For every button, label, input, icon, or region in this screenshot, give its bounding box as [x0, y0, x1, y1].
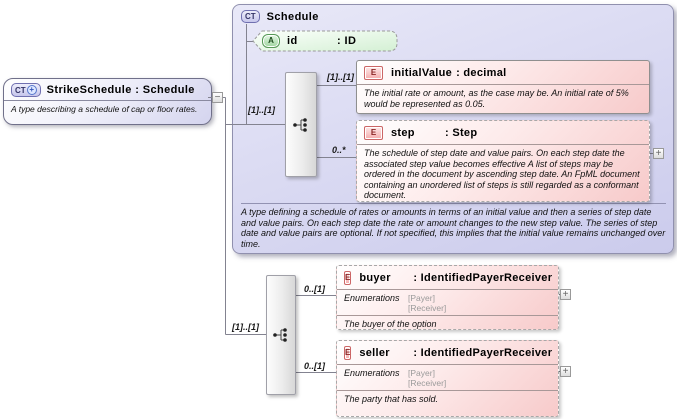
- element-name: buyer: [359, 272, 391, 284]
- expand-buyer-button[interactable]: +: [560, 289, 571, 300]
- element-annotation: The buyer of the option: [344, 319, 437, 329]
- root-type-title: StrikeSchedule : Schedule: [46, 84, 195, 96]
- cardinality-initialvalue: [1]..[1]: [327, 72, 354, 82]
- plus-circle-icon: +: [26, 85, 37, 95]
- element-type: : Step: [445, 127, 478, 139]
- attribute-name: id: [287, 35, 298, 47]
- element-title-row: E seller : IdentifiedPayerReceiver: [337, 341, 558, 365]
- enumeration-values: [Payer] [Receiver]: [408, 293, 446, 313]
- enum-value: [Payer]: [408, 368, 435, 378]
- enumeration-values: [Payer] [Receiver]: [408, 368, 446, 388]
- element-title-row: E initialValue : decimal: [357, 61, 649, 85]
- element-title-row: E step : Step: [357, 121, 649, 145]
- attribute-id-node[interactable]: A id : ID: [252, 30, 398, 52]
- complex-type-icon: CT: [241, 10, 260, 23]
- ct-badge-text: CT: [245, 12, 256, 21]
- enumerations-row: Enumerations [Payer] [Receiver]: [337, 365, 558, 391]
- enumerations-label: Enumerations: [344, 368, 400, 378]
- schedule-title: Schedule: [266, 10, 319, 23]
- attribute-icon: A: [262, 34, 280, 48]
- element-name: seller: [359, 347, 390, 359]
- element-icon: E: [344, 346, 352, 360]
- element-name: step: [391, 127, 415, 139]
- element-seller-node[interactable]: E seller : IdentifiedPayerReceiver Enume…: [336, 340, 559, 417]
- element-annotation: The initial rate or amount, as the case …: [364, 88, 629, 109]
- sequence-icon: [293, 117, 307, 132]
- expand-seller-button[interactable]: +: [560, 366, 571, 377]
- element-buyer-node[interactable]: E buyer : IdentifiedPayerReceiver Enumer…: [336, 265, 559, 330]
- ct-badge-text: CT: [15, 85, 26, 95]
- element-initialvalue-node[interactable]: E initialValue : decimal The initial rat…: [356, 60, 650, 114]
- cardinality-schedule-group: [1]..[1]: [248, 105, 275, 115]
- attribute-type: : ID: [337, 35, 357, 47]
- cardinality-step: 0..*: [332, 145, 346, 155]
- element-title-row: E buyer : IdentifiedPayerReceiver: [337, 266, 558, 290]
- attribute-tag-shape: [252, 30, 398, 52]
- enumerations-label: Enumerations: [344, 293, 400, 303]
- expand-step-button[interactable]: +: [653, 148, 664, 159]
- sequence-compositor-schedule[interactable]: [285, 72, 317, 177]
- attribute-content: A id : ID: [262, 34, 356, 48]
- element-type: : IdentifiedPayerReceiver: [413, 347, 553, 359]
- enum-value: [Payer]: [408, 293, 435, 303]
- collapse-button[interactable]: −: [212, 92, 223, 103]
- element-step-node[interactable]: E step : Step The schedule of step date …: [356, 120, 650, 202]
- element-icon: E: [344, 271, 352, 285]
- root-title-row: CT + StrikeSchedule : Schedule: [4, 79, 211, 100]
- element-name: initialValue: [391, 67, 453, 79]
- cardinality-buyer: 0..[1]: [304, 284, 326, 294]
- cardinality-seller: 0..[1]: [304, 361, 326, 371]
- sequence-compositor-extension[interactable]: [266, 275, 296, 395]
- root-annotation: A type describing a schedule of cap or f…: [4, 100, 211, 117]
- element-annotation: The schedule of step date and value pair…: [364, 148, 640, 200]
- sequence-icon: [273, 328, 287, 342]
- element-icon: E: [364, 66, 383, 80]
- element-type: : decimal: [456, 67, 507, 79]
- schedule-annotation: A type defining a schedule of rates or a…: [241, 203, 666, 249]
- enumerations-row: Enumerations [Payer] [Receiver]: [337, 290, 558, 316]
- enum-value: [Receiver]: [408, 303, 447, 313]
- element-type: : IdentifiedPayerReceiver: [413, 272, 553, 284]
- element-annotation: The party that has sold.: [344, 394, 439, 404]
- complex-type-extension-icon: CT +: [11, 83, 41, 97]
- cardinality-extension-group: [1]..[1]: [232, 322, 259, 332]
- root-type-node-strikeschedule[interactable]: CT + StrikeSchedule : Schedule A type de…: [3, 78, 212, 125]
- enum-value: [Receiver]: [408, 378, 447, 388]
- schedule-header: CT Schedule: [233, 5, 673, 26]
- element-icon: E: [364, 126, 383, 140]
